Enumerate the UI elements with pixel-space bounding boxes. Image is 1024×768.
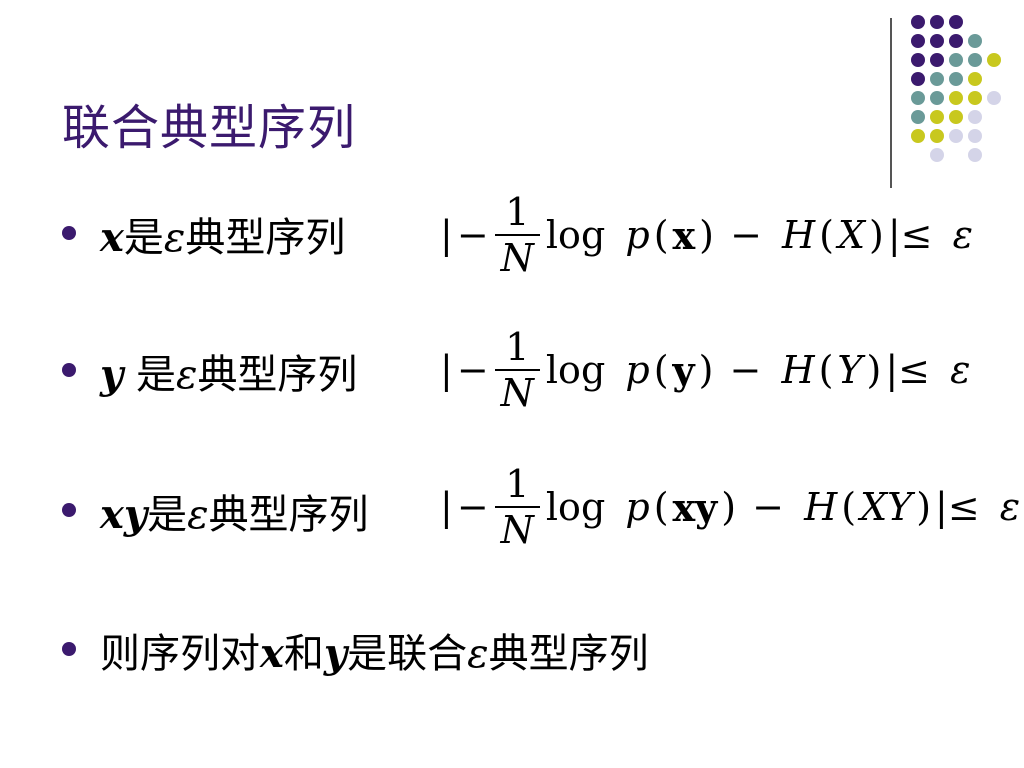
decorative-dot	[930, 15, 944, 29]
decorative-dot	[911, 91, 925, 105]
var-xy: xy	[100, 491, 148, 538]
decorative-dot	[930, 91, 944, 105]
item-3-label: xy是ε典型序列	[100, 491, 369, 538]
decorative-dot	[949, 110, 963, 124]
decorative-dot	[949, 72, 963, 86]
bullet-icon	[62, 503, 76, 517]
conclusion-label: 则序列对x和y是联合ε典型序列	[100, 630, 649, 677]
var-y: y	[100, 351, 124, 398]
decorative-dot	[911, 15, 925, 29]
decorative-dot	[949, 91, 963, 105]
decorative-dot	[949, 129, 963, 143]
decorative-dot	[987, 91, 1001, 105]
decorative-dot	[968, 53, 982, 67]
decorative-dot	[949, 53, 963, 67]
decorative-dot	[968, 129, 982, 143]
decorative-dot	[911, 53, 925, 67]
decorative-dot	[949, 34, 963, 48]
decorative-dot	[930, 53, 944, 67]
divider-line	[890, 18, 892, 188]
decorative-dot	[968, 148, 982, 162]
decorative-dot	[930, 148, 944, 162]
decorative-dot	[930, 72, 944, 86]
page-title: 联合典型序列	[62, 100, 357, 156]
decorative-dot	[911, 110, 925, 124]
item-2-label: y 是ε典型序列	[100, 351, 358, 398]
decorative-dot	[911, 34, 925, 48]
item-1-label: x是ε典型序列	[100, 214, 346, 261]
decorative-dot	[968, 72, 982, 86]
bullet-icon	[62, 642, 76, 656]
decorative-dot	[949, 15, 963, 29]
decorative-dot	[911, 129, 925, 143]
decorative-dot	[930, 129, 944, 143]
bullet-icon	[62, 226, 76, 240]
decorative-dot	[987, 53, 1001, 67]
var-x: x	[100, 214, 124, 261]
bullet-icon	[62, 363, 76, 377]
decorative-dot	[930, 110, 944, 124]
decorative-dot	[968, 110, 982, 124]
decorative-dot	[968, 91, 982, 105]
decorative-dot	[968, 34, 982, 48]
decorative-dot	[911, 72, 925, 86]
decorative-dot	[930, 34, 944, 48]
